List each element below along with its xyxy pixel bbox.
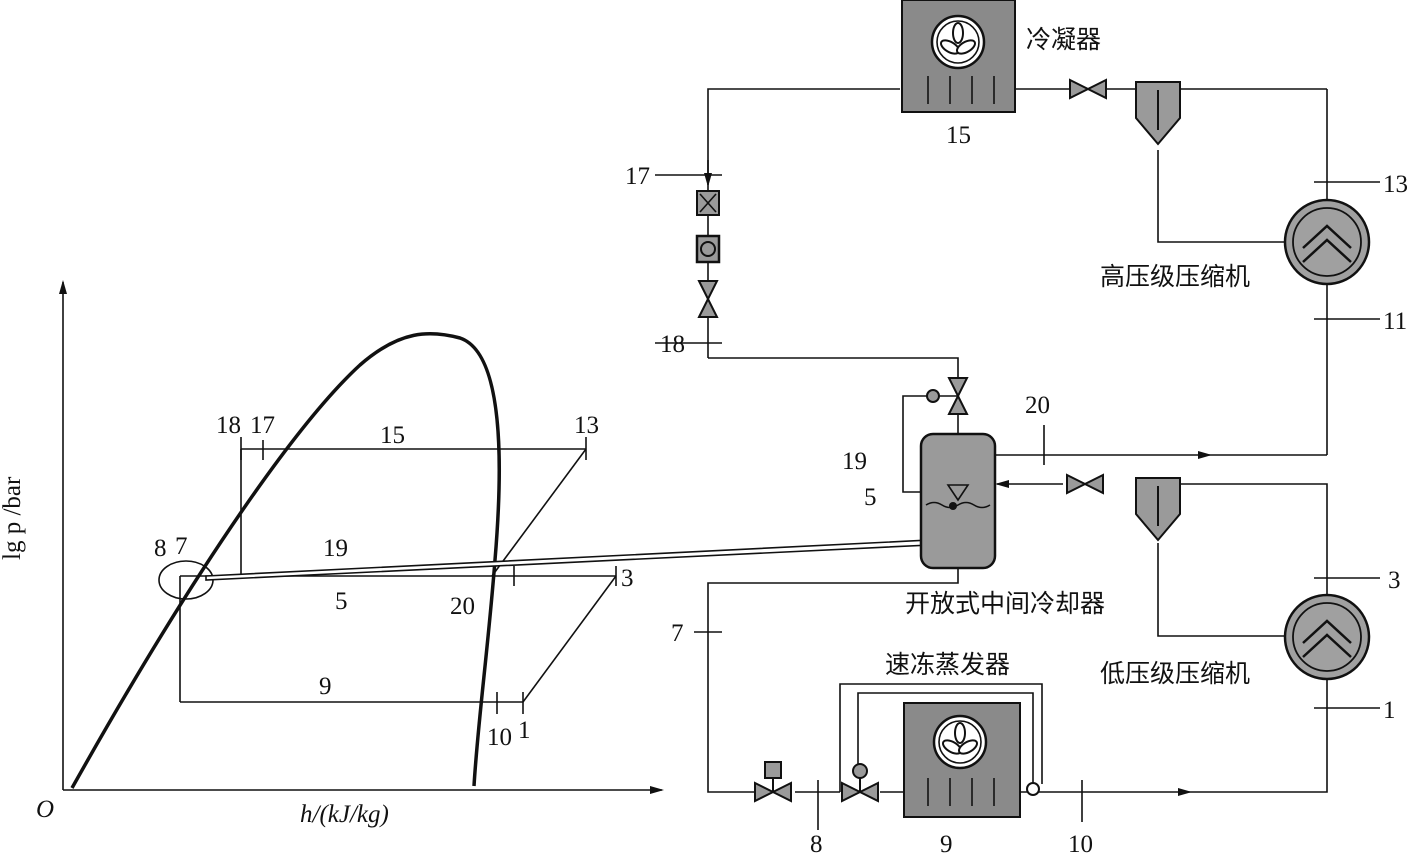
state-8-label: 8 — [154, 535, 167, 562]
low-compressor-label: 低压级压缩机 — [1100, 659, 1250, 688]
high-compressor-label: 高压级压缩机 — [1100, 262, 1250, 291]
line-label-20: 20 — [1025, 392, 1050, 419]
line-label-5: 5 — [864, 484, 877, 511]
throttle-valve-low — [1066, 474, 1104, 494]
origin-label: O — [36, 796, 54, 823]
low-stage-compressor — [1283, 593, 1371, 681]
pipe-18 — [708, 357, 959, 378]
pipe-oil-return-low — [1157, 543, 1285, 637]
throttle-valve-high — [1069, 79, 1107, 99]
pipe-evap-bypass-inner — [857, 692, 1034, 784]
line-label-17: 17 — [625, 163, 650, 190]
line-label-3: 3 — [1388, 567, 1401, 594]
expansion-valve-evap — [841, 763, 879, 802]
pipe-oil-return-high — [1157, 150, 1285, 243]
line-label-13: 13 — [1383, 171, 1408, 198]
x-axis-label: h/(kJ/kg) — [300, 801, 389, 828]
state-7-label: 7 — [175, 533, 188, 560]
state-3-label: 3 — [621, 565, 634, 592]
state-15-label: 15 — [380, 422, 405, 449]
y-axis-label: lg p /bar — [0, 476, 26, 560]
line-label-15: 15 — [946, 122, 971, 149]
oil-separator-high — [1135, 81, 1181, 145]
ph-chart: lg p /bar h/(kJ/kg) O 18 17 15 13 8 7 19… — [0, 280, 931, 828]
process-13-line — [491, 448, 587, 577]
state-10-label: 10 — [487, 724, 512, 751]
pipe-3 — [1180, 483, 1328, 600]
state-19-label: 19 — [323, 535, 348, 562]
line-label-7: 7 — [671, 620, 684, 647]
leader-to-intercooler — [205, 539, 931, 581]
evap-sensor-bulb — [1026, 782, 1040, 796]
pipe-condenser-outlet — [704, 88, 900, 187]
line-label-8: 8 — [810, 831, 823, 855]
line-label-18: 18 — [660, 331, 685, 358]
state-9-label: 9 — [319, 673, 332, 700]
thermal-bulb-intercooler — [926, 389, 940, 403]
pipe-evap-bypass-outer — [839, 683, 1043, 792]
condenser — [901, 0, 1016, 113]
state-20-label: 20 — [450, 593, 475, 620]
line-label-10: 10 — [1068, 831, 1093, 855]
saturation-dome — [70, 331, 502, 789]
state-1-label: 1 — [518, 717, 531, 744]
intercooler-label: 开放式中间冷却器 — [905, 589, 1105, 618]
line-label-9: 9 — [940, 831, 953, 855]
line-label-11: 11 — [1383, 308, 1407, 335]
state-18-label: 18 — [216, 412, 241, 439]
process-3-line — [522, 575, 617, 703]
pipe-1 — [1190, 680, 1328, 793]
solenoid-valve-evap — [754, 761, 792, 802]
state-5-label: 5 — [335, 588, 348, 615]
quick-freeze-evaporator — [903, 702, 1021, 818]
open-intercooler — [919, 432, 997, 570]
filter-drier — [696, 190, 720, 216]
solenoid-valve-liquid — [698, 280, 718, 318]
system-schematic: 冷凝器 15 高压级压缩机 13 11 17 18 — [625, 0, 1408, 855]
pipe-7 — [707, 568, 959, 793]
condenser-label: 冷凝器 — [1026, 25, 1101, 54]
evaporator-label: 速冻蒸发器 — [885, 650, 1010, 679]
high-stage-compressor — [1283, 198, 1371, 286]
line-label-19: 19 — [842, 448, 867, 475]
oil-separator-low — [1135, 477, 1181, 541]
state-13-label: 13 — [574, 412, 599, 439]
state-17-label: 17 — [250, 412, 275, 439]
line-label-1: 1 — [1383, 697, 1396, 724]
sight-glass — [695, 234, 721, 264]
